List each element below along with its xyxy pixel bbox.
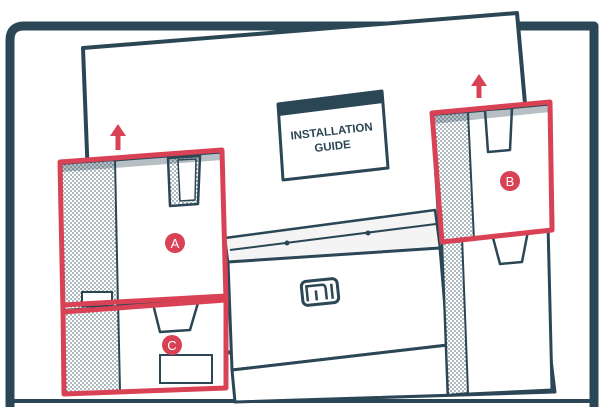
part-label-c: C bbox=[162, 335, 182, 355]
arrow-up-icon bbox=[110, 124, 126, 150]
foam-block-a bbox=[58, 150, 228, 312]
foam-block-b bbox=[430, 102, 555, 397]
part-label-a-text: A bbox=[171, 236, 180, 251]
foam-block-c bbox=[61, 290, 228, 395]
part-label-b-text: B bbox=[506, 174, 515, 189]
mi-logo-icon bbox=[299, 277, 341, 307]
part-label-b: B bbox=[500, 171, 520, 191]
part-label-a: A bbox=[165, 233, 185, 253]
arrow-up-icon bbox=[471, 74, 487, 98]
part-label-c-text: C bbox=[167, 338, 176, 353]
foam-block-b-highlight bbox=[429, 99, 555, 245]
brand-logo-text: MI bbox=[0, 0, 2, 1]
foam-block-c-highlight bbox=[60, 293, 229, 397]
guide-title-line2: GUIDE bbox=[314, 139, 352, 155]
installation-guide-sheet: INSTALLATION GUIDE bbox=[276, 89, 390, 182]
